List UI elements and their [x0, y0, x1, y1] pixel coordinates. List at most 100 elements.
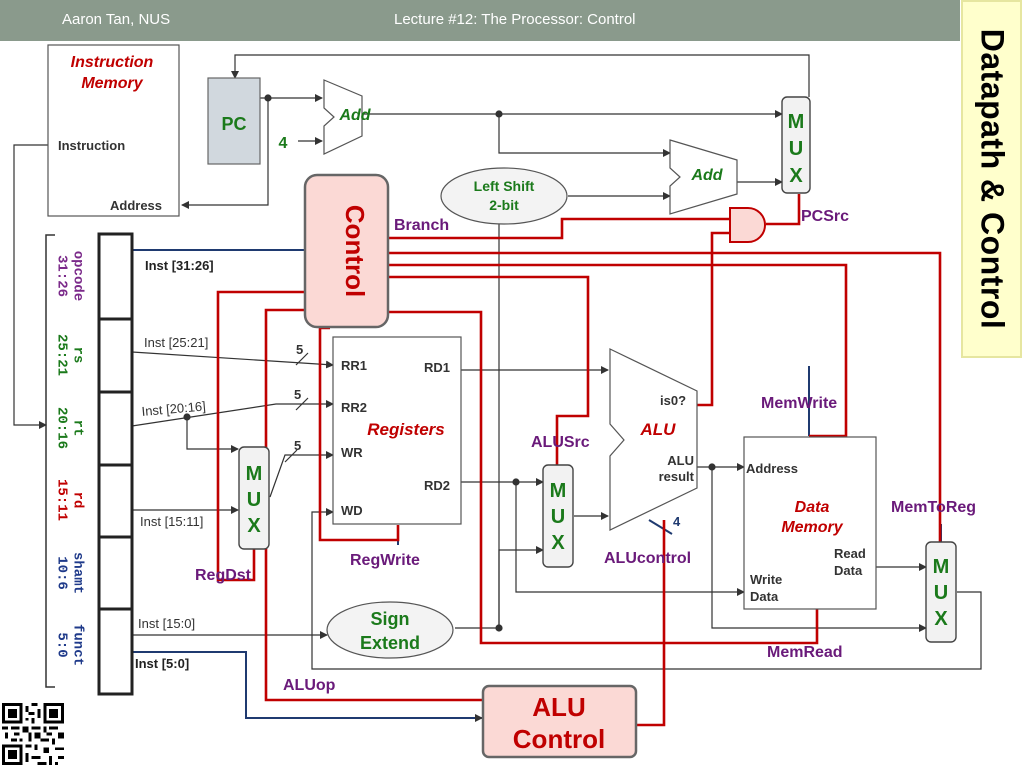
- is0-label: is0?: [660, 393, 686, 408]
- alu-result-label-1: ALU: [667, 453, 694, 468]
- memtoreg-signal-label: MemToReg: [891, 499, 976, 516]
- inst-15-0-label: Inst [15:0]: [138, 616, 195, 631]
- regwrite-signal-label: RegWrite: [350, 552, 420, 569]
- mux-4-x: X: [934, 608, 948, 630]
- pc-source-mux: [781, 96, 811, 194]
- left-shift-unit: [440, 167, 568, 225]
- field-name-funct: funct: [69, 624, 85, 666]
- rd2-label: RD2: [424, 478, 450, 493]
- instruction-port-label: Instruction: [58, 138, 125, 153]
- field-bits-rs: 25:21: [53, 334, 69, 376]
- data-wires: [13, 54, 982, 670]
- sign-extend-unit: [326, 601, 454, 659]
- aluop-signal-label: ALUop: [283, 677, 336, 694]
- rr2-label: RR2: [341, 400, 367, 415]
- mux-3-u: U: [551, 506, 565, 528]
- write-data-label-1: Write: [750, 572, 782, 587]
- mux-1-m: M: [788, 111, 805, 133]
- alusrc-signal-label: ALUSrc: [531, 434, 590, 451]
- bus-width-2: 5: [294, 387, 301, 402]
- alu-title: ALU: [640, 420, 677, 439]
- data-memory-title-2: Memory: [781, 519, 843, 536]
- field-labels: opcode31:26rs25:21rt20:16rd15:11shamt10:…: [53, 251, 85, 666]
- alu-control-unit: [481, 684, 638, 759]
- inst-31-26-label: Inst [31:26]: [145, 258, 214, 273]
- instruction-memory-box: [47, 44, 180, 217]
- alu-control-label-1: ALU: [532, 692, 585, 722]
- adder-1: [323, 79, 363, 155]
- instruction-memory-title-2: Memory: [81, 75, 143, 92]
- wd-label: WD: [341, 503, 363, 518]
- author-label: Aaron Tan, NUS: [62, 11, 171, 28]
- field-bits-funct: 5:0: [53, 632, 69, 657]
- pc-label: PC: [221, 114, 246, 134]
- alu-result-label-2: result: [659, 469, 695, 484]
- data-memory-address-label: Address: [746, 461, 798, 476]
- field-name-rd: rd: [69, 492, 85, 509]
- regdst-mux: [238, 446, 270, 550]
- pcsrc-signal-label: PCSrc: [801, 208, 849, 225]
- branch-signal-label: Branch: [394, 217, 449, 234]
- sign-extend-label-1: Sign: [371, 609, 410, 629]
- field-name-shamt: shamt: [69, 552, 85, 594]
- adder-1-label: Add: [338, 107, 371, 124]
- regdst-signal-label: RegDst: [195, 567, 252, 584]
- left-shift-label-1: Left Shift: [474, 178, 535, 194]
- rr1-label: RR1: [341, 358, 367, 373]
- alu-control-label-2: Control: [513, 724, 605, 754]
- data-memory-title-1: Data: [795, 499, 830, 516]
- pc-register: [207, 77, 261, 165]
- field-bits-shamt: 10:6: [53, 556, 69, 590]
- qr-code-icon: [2, 703, 64, 765]
- write-data-label-2: Data: [750, 589, 779, 604]
- inst-20-16-label: Inst [20:16]: [141, 398, 206, 419]
- bus-width-1: 5: [296, 342, 303, 357]
- instruction-memory-title-1: Instruction: [71, 54, 154, 71]
- and-gate-icon: [729, 207, 766, 243]
- mux-4-m: M: [933, 556, 950, 578]
- title-bar: Aaron Tan, NUS Lecture #12: The Processo…: [0, 0, 960, 41]
- mux-2-u: U: [247, 489, 261, 511]
- left-shift-label-2: 2-bit: [489, 197, 519, 213]
- inst-25-21-label: Inst [25:21]: [144, 335, 208, 350]
- adder-2: [669, 139, 738, 215]
- control-unit: [303, 173, 390, 329]
- instruction-fields-column: [97, 232, 134, 696]
- wr-label: WR: [341, 445, 363, 460]
- register-file: [332, 336, 462, 525]
- mux-1-x: X: [789, 165, 803, 187]
- memwrite-signal-label: MemWrite: [761, 395, 837, 412]
- inst-15-11-label: Inst [15:11]: [140, 514, 203, 529]
- bus-width-4: 4: [673, 514, 681, 529]
- memread-signal-label: MemRead: [767, 644, 843, 661]
- mux-2-m: M: [246, 463, 263, 485]
- field-name-rt: rt: [69, 420, 85, 437]
- mux-3-x: X: [551, 532, 565, 554]
- read-data-label-1: Read: [834, 546, 866, 561]
- field-bits-opcode: 31:26: [53, 255, 69, 297]
- bus-width-3: 5: [294, 438, 301, 453]
- address-port-label: Address: [110, 198, 162, 213]
- mux-4-u: U: [934, 582, 948, 604]
- alu-unit: [609, 348, 698, 531]
- read-data-label-2: Data: [834, 563, 863, 578]
- side-title-tab: Datapath & Control: [961, 0, 1022, 358]
- mux-2-x: X: [247, 515, 261, 537]
- registers-title: Registers: [367, 420, 444, 439]
- sign-extend-label-2: Extend: [360, 633, 420, 653]
- rd1-label: RD1: [424, 360, 450, 375]
- alucontrol-signal-label: ALUcontrol: [604, 550, 691, 567]
- memtoreg-mux: [925, 541, 957, 643]
- field-bits-rt: 20:16: [53, 407, 69, 449]
- adder-2-label: Add: [690, 167, 723, 184]
- mux-1-u: U: [789, 138, 803, 160]
- lecture-title: Lecture #12: The Processor: Control: [394, 11, 636, 28]
- field-name-opcode: opcode: [69, 251, 85, 301]
- mux-3-m: M: [550, 480, 567, 502]
- field-name-rs: rs: [69, 347, 85, 364]
- control-unit-label: Control: [340, 205, 370, 297]
- data-memory: [743, 436, 877, 610]
- inst-5-0-label: Inst [5:0]: [135, 656, 189, 671]
- bus-width-ticks: [284, 352, 309, 463]
